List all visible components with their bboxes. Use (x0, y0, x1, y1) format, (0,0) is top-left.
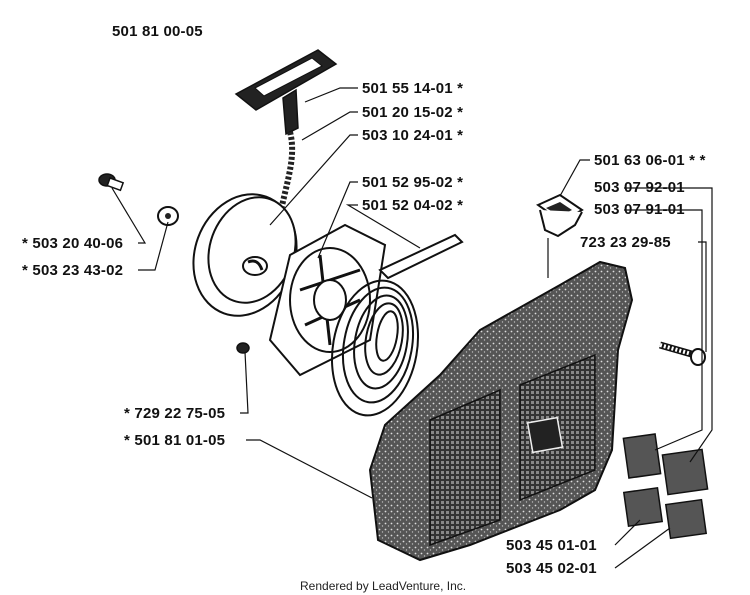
part-label-503-45-01-01[interactable]: 503 45 01-01 (506, 537, 597, 554)
part-label-729-22-75-05[interactable]: * 729 22 75-05 (124, 405, 225, 422)
diagram-title: 501 81 00-05 (112, 23, 203, 40)
footer-credit: Rendered by LeadVenture, Inc. (300, 579, 466, 593)
part-label-503-07-91-01[interactable]: 503 07 91-01 (594, 201, 685, 218)
decal-4-illustration (664, 498, 708, 540)
decal-1-illustration (622, 433, 662, 479)
part-label-503-10-24-01[interactable]: 503 10 24-01 * (362, 127, 463, 144)
part-label-501-55-14-01[interactable]: 501 55 14-01 * (362, 80, 463, 97)
part-label-503-07-92-01[interactable]: 503 07 92-01 (594, 179, 685, 196)
leader-lines (111, 87, 713, 569)
part-label-501-20-15-02[interactable]: 501 20 15-02 * (362, 104, 463, 121)
part-label-723-23-29-85[interactable]: 723 23 29-85 (580, 234, 671, 251)
part-label-503-45-02-01[interactable]: 503 45 02-01 (506, 560, 597, 577)
decal-3-illustration (622, 486, 664, 528)
decal-2-illustration (661, 448, 709, 496)
part-label-503-20-40-06[interactable]: * 503 20 40-06 (22, 235, 123, 252)
washer-illustration (157, 206, 179, 226)
cover-screw-illustration (659, 341, 706, 366)
starter-cover-illustration (368, 260, 634, 562)
part-label-501-52-95-02[interactable]: 501 52 95-02 * (362, 174, 463, 191)
screw-illustration (98, 173, 125, 192)
nut-illustration (236, 342, 250, 354)
cord-guide-illustration (536, 193, 584, 238)
starter-handle-illustration (234, 49, 338, 136)
pulley-illustration (192, 193, 298, 317)
part-label-501-81-01-05[interactable]: * 501 81 01-05 (124, 432, 225, 449)
part-label-503-23-43-02[interactable]: * 503 23 43-02 (22, 262, 123, 279)
recoil-spring-illustration (330, 233, 464, 417)
part-label-501-52-04-02[interactable]: 501 52 04-02 * (362, 197, 463, 214)
part-label-501-63-06-01[interactable]: 501 63 06-01 * * (594, 152, 706, 169)
